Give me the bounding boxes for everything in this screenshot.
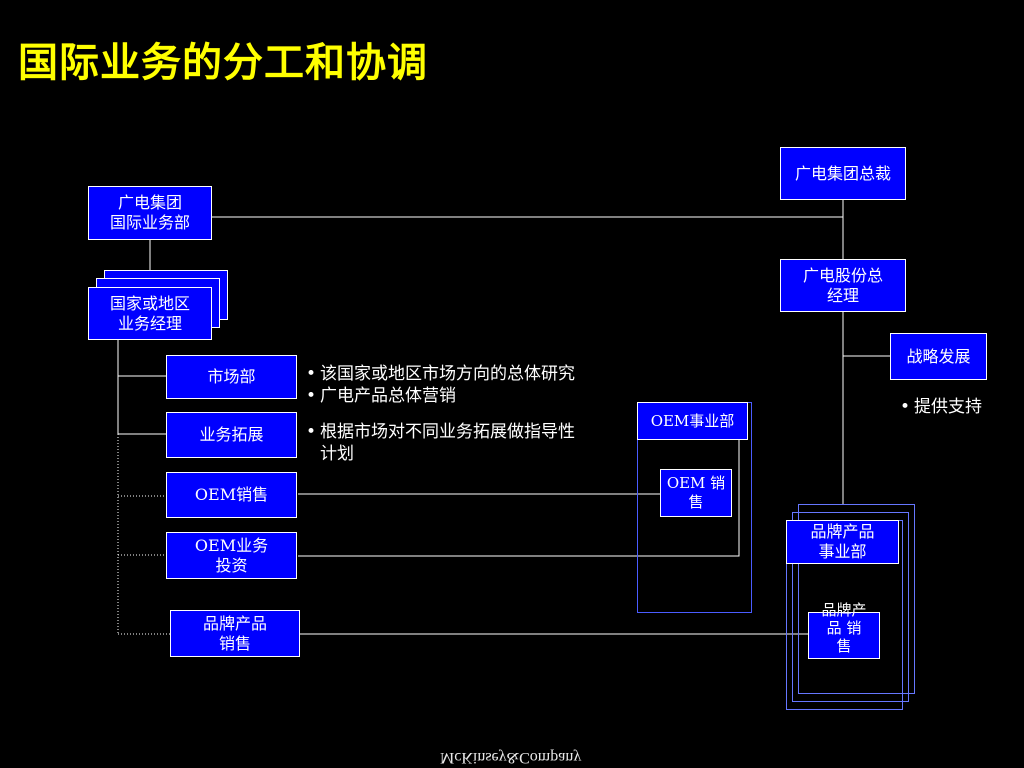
footer-logo: McKinsey&Company: [440, 749, 582, 766]
oem-invest-box: OEM业务投资: [166, 532, 297, 579]
brand-division-frame-mid: [792, 512, 909, 702]
president-box: 广电集团总裁: [780, 147, 906, 200]
biz-dev-box: 业务拓展: [166, 412, 297, 458]
strategy-notes: 提供支持: [900, 396, 982, 418]
gm-box: 广电股份总经理: [780, 259, 906, 312]
connector-oem-invest-link: [298, 440, 740, 557]
oem-sales-box: OEM销售: [166, 472, 297, 518]
brand-sales-left-box: 品牌产品销售: [170, 610, 300, 657]
strategy-note: 提供支持: [900, 396, 982, 418]
market-note: 该国家或地区市场方向的总体研究: [306, 363, 575, 385]
brand-division-box: 品牌产品事业部: [786, 520, 899, 564]
brand-division-sales-box: 品牌产品 销售: [808, 601, 880, 659]
brand-division-frame-back: [798, 504, 915, 694]
market-note: 广电产品总体营销: [306, 385, 575, 407]
country-mgr-box: 国家或地区业务经理: [88, 287, 212, 340]
market-dept-box: 市场部: [166, 355, 297, 399]
oem-division-sales-box: OEM 销售: [660, 469, 732, 517]
strategy-box: 战略发展: [890, 333, 987, 380]
oem-division-box: OEM事业部: [637, 402, 748, 440]
market-notes: 该国家或地区市场方向的总体研究 广电产品总体营销: [306, 363, 575, 407]
page-title: 国际业务的分工和协调: [18, 39, 428, 86]
intl-dept-box: 广电集团国际业务部: [88, 186, 212, 240]
